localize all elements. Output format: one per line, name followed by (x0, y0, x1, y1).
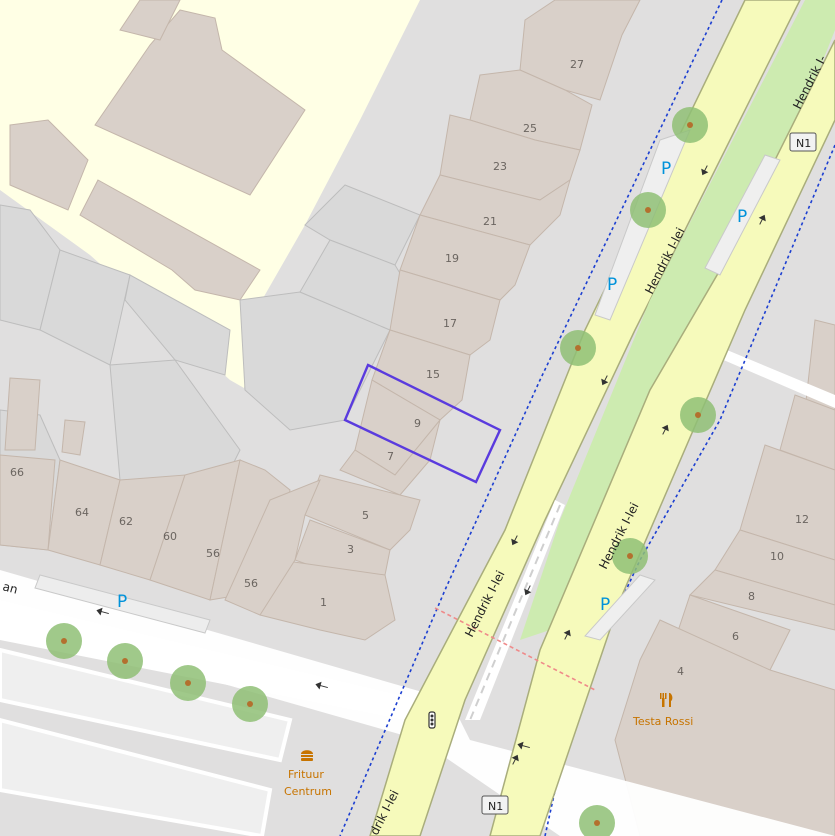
tree-icon (630, 192, 666, 228)
oneway-arrow-icon (563, 629, 571, 640)
house-number: 23 (493, 160, 507, 173)
parking-lot-2 (0, 717, 273, 836)
median-grass (520, 0, 835, 640)
restaurant-poi[interactable]: Testa Rossi (632, 693, 693, 728)
oneway-arrow-icon (96, 607, 109, 616)
street-buildings (0, 0, 641, 641)
road-shield: N1 (789, 132, 817, 152)
oneway-arrows (96, 165, 766, 765)
tree-icon (107, 643, 143, 679)
road-shield: N1 (481, 795, 509, 815)
tree-icon (170, 665, 206, 701)
house-number: 56 (206, 547, 220, 560)
house-number: 27 (570, 58, 584, 71)
service-lane-south (584, 574, 656, 641)
parking-icon: P (117, 592, 127, 612)
house-number: 21 (483, 215, 497, 228)
fast-food-poi[interactable]: Frituur Centrum (284, 750, 332, 798)
tree-icon (46, 623, 82, 659)
house-number: 64 (75, 506, 89, 519)
house-number: 10 (770, 550, 784, 563)
house-number: 3 (347, 543, 354, 556)
house-number: 66 (10, 466, 24, 479)
house-numbers: 27 25 23 21 19 17 15 9 7 5 3 1 66 64 62 … (10, 58, 809, 678)
house-number: 7 (387, 450, 394, 463)
east-buildings (614, 319, 835, 836)
primary-road-east[interactable] (489, 39, 835, 836)
tree-icon (579, 805, 615, 836)
tree-icon (680, 397, 716, 433)
house-number: 25 (523, 122, 537, 135)
house-number: 15 (426, 368, 440, 381)
oneway-arrow-icon (758, 214, 766, 225)
service-lane-east (704, 154, 781, 276)
road-ref-label: N1 (488, 800, 503, 813)
traffic-signals-icon (428, 711, 436, 729)
primary-road-west[interactable] (369, 0, 801, 836)
road-ref-label: N1 (796, 137, 811, 150)
fast-food-icon (301, 750, 313, 761)
house-number: 1 (320, 596, 327, 609)
oneway-arrow-icon (524, 585, 532, 596)
house-number: 9 (414, 417, 421, 430)
parking-icon: P (661, 159, 671, 179)
house-number: 5 (362, 509, 369, 522)
fast-food-label: Centrum (284, 785, 332, 798)
house-number: 62 (119, 515, 133, 528)
oneway-arrow-icon (601, 375, 609, 386)
trees (46, 107, 716, 836)
street-label-side: an (1, 579, 19, 596)
oneway-arrow-icon (661, 424, 669, 435)
oneway-arrow-icon (517, 741, 530, 750)
pedestrian-crossing (434, 607, 596, 691)
oneway-arrow-icon (315, 681, 328, 690)
landuse-buildings (9, 0, 306, 301)
oneway-arrow-icon (701, 165, 709, 176)
house-number: 60 (163, 530, 177, 543)
house-number: 8 (748, 590, 755, 603)
house-number: 6 (732, 630, 739, 643)
tree-icon (560, 330, 596, 366)
restaurant-icon (660, 693, 673, 707)
restaurant-label: Testa Rossi (632, 715, 693, 728)
tree-icon (612, 538, 648, 574)
parking-icon: P (737, 207, 747, 227)
oneway-arrow-icon (511, 535, 519, 546)
tree-icon (232, 686, 268, 722)
highlighted-parcel[interactable] (343, 363, 502, 484)
house-number: 17 (443, 317, 457, 330)
fast-food-label: Frituur (288, 768, 324, 781)
house-number: 19 (445, 252, 459, 265)
parking-icon: P (607, 275, 617, 295)
tree-icon (672, 107, 708, 143)
parking-icon: P (600, 595, 610, 615)
house-number: 12 (795, 513, 809, 526)
oneway-arrow-icon (511, 754, 519, 765)
boundary-line-west (339, 0, 723, 836)
tram-track (469, 504, 561, 721)
residential-area (0, 0, 420, 388)
house-number: 4 (677, 665, 684, 678)
parking-strip (34, 574, 211, 634)
house-number: 56 (244, 577, 258, 590)
side-street-east[interactable] (712, 345, 835, 408)
